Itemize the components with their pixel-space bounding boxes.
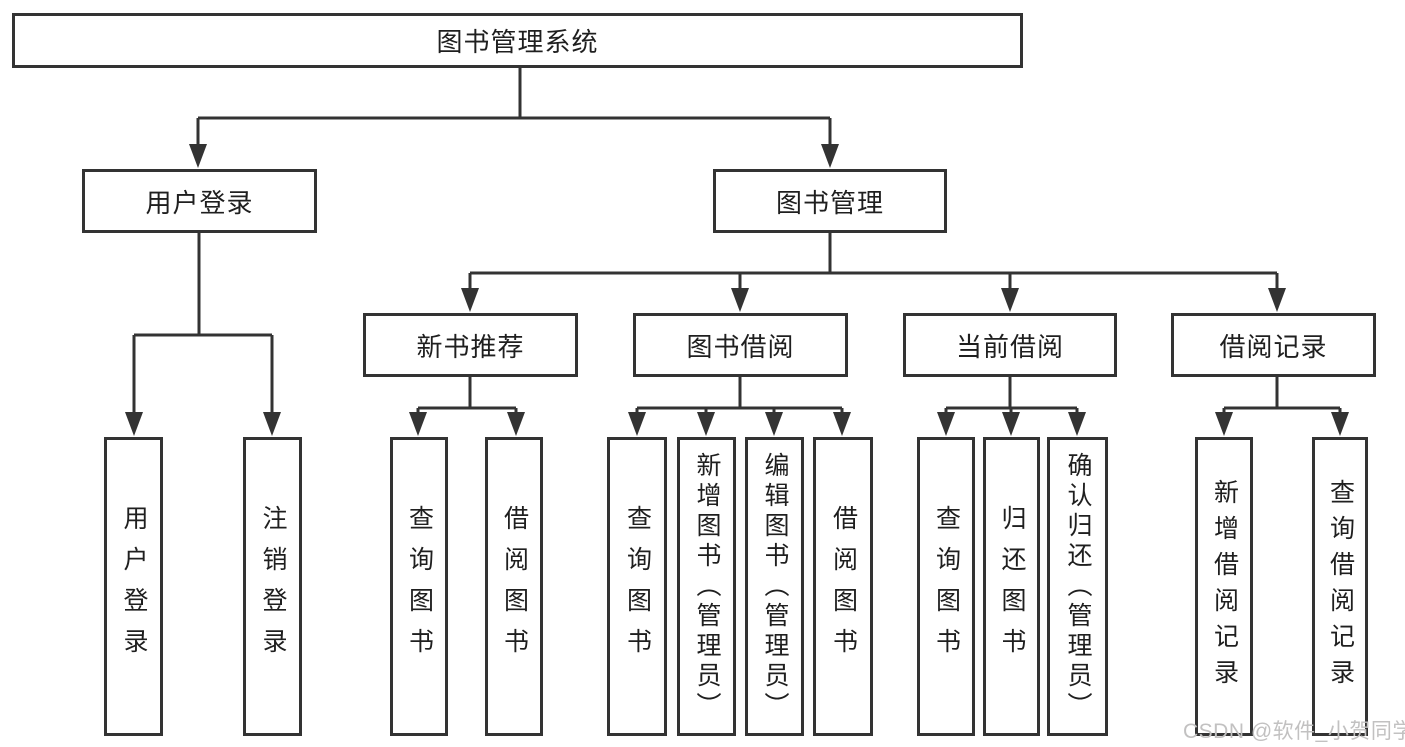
leaf-add-borrow-record-label: 新增借阅记录: [1210, 478, 1239, 695]
leaf-user-login: 用户登录: [104, 437, 163, 736]
leaf-user-login-label: 用户登录: [120, 504, 148, 669]
leaf-edit-books-admin-label: 编辑图书（管理员）: [761, 451, 789, 722]
leaf-edit-books-admin: 编辑图书（管理员）: [745, 437, 804, 736]
leaf-add-borrow-record: 新增借阅记录: [1195, 437, 1253, 736]
node-current-borrow-label: 当前借阅: [955, 331, 1064, 362]
leaf-return-books-label: 归还图书: [998, 504, 1026, 669]
node-book-borrow-label: 图书借阅: [686, 331, 795, 362]
leaf-confirm-return-admin-label: 确认归还（管理员）: [1064, 451, 1092, 722]
leaf-recommend-borrow-books-label: 借阅图书: [500, 504, 529, 669]
node-root-label: 图书管理系统: [436, 27, 599, 57]
leaf-query-borrow-record-label: 查询借阅记录: [1326, 478, 1355, 695]
leaf-logout-label: 注销登录: [259, 504, 287, 669]
node-book-management: 图书管理: [713, 169, 947, 233]
node-borrow-records-label: 借阅记录: [1219, 331, 1328, 362]
leaf-add-books-admin-label: 新增图书（管理员）: [693, 451, 721, 722]
node-current-borrow: 当前借阅: [903, 313, 1117, 377]
leaf-borrow-books-label: 借阅图书: [829, 504, 858, 669]
leaf-add-books-admin: 新增图书（管理员）: [677, 437, 736, 736]
leaf-borrow-query-books-label: 查询图书: [623, 504, 652, 669]
leaf-recommend-query-books: 查询图书: [390, 437, 448, 736]
node-borrow-records: 借阅记录: [1171, 313, 1376, 377]
leaf-logout: 注销登录: [243, 437, 302, 736]
leaf-current-query-books: 查询图书: [917, 437, 975, 736]
leaf-recommend-query-books-label: 查询图书: [405, 504, 434, 669]
leaf-query-borrow-record: 查询借阅记录: [1312, 437, 1368, 736]
leaf-recommend-borrow-books: 借阅图书: [485, 437, 543, 736]
leaf-borrow-books: 借阅图书: [813, 437, 873, 736]
node-user-login-label: 用户登录: [145, 187, 254, 218]
node-new-book-recommend-label: 新书推荐: [416, 331, 525, 362]
node-root: 图书管理系统: [12, 13, 1023, 68]
node-book-management-label: 图书管理: [775, 187, 884, 218]
node-book-borrow: 图书借阅: [633, 313, 848, 377]
leaf-borrow-query-books: 查询图书: [607, 437, 667, 736]
node-user-login: 用户登录: [82, 169, 317, 233]
leaf-return-books: 归还图书: [983, 437, 1040, 736]
leaf-confirm-return-admin: 确认归还（管理员）: [1047, 437, 1108, 736]
csdn-watermark: CSDN @软件_小贺同学: [1183, 720, 1405, 743]
leaf-current-query-books-label: 查询图书: [932, 504, 961, 669]
node-new-book-recommend: 新书推荐: [363, 313, 578, 377]
